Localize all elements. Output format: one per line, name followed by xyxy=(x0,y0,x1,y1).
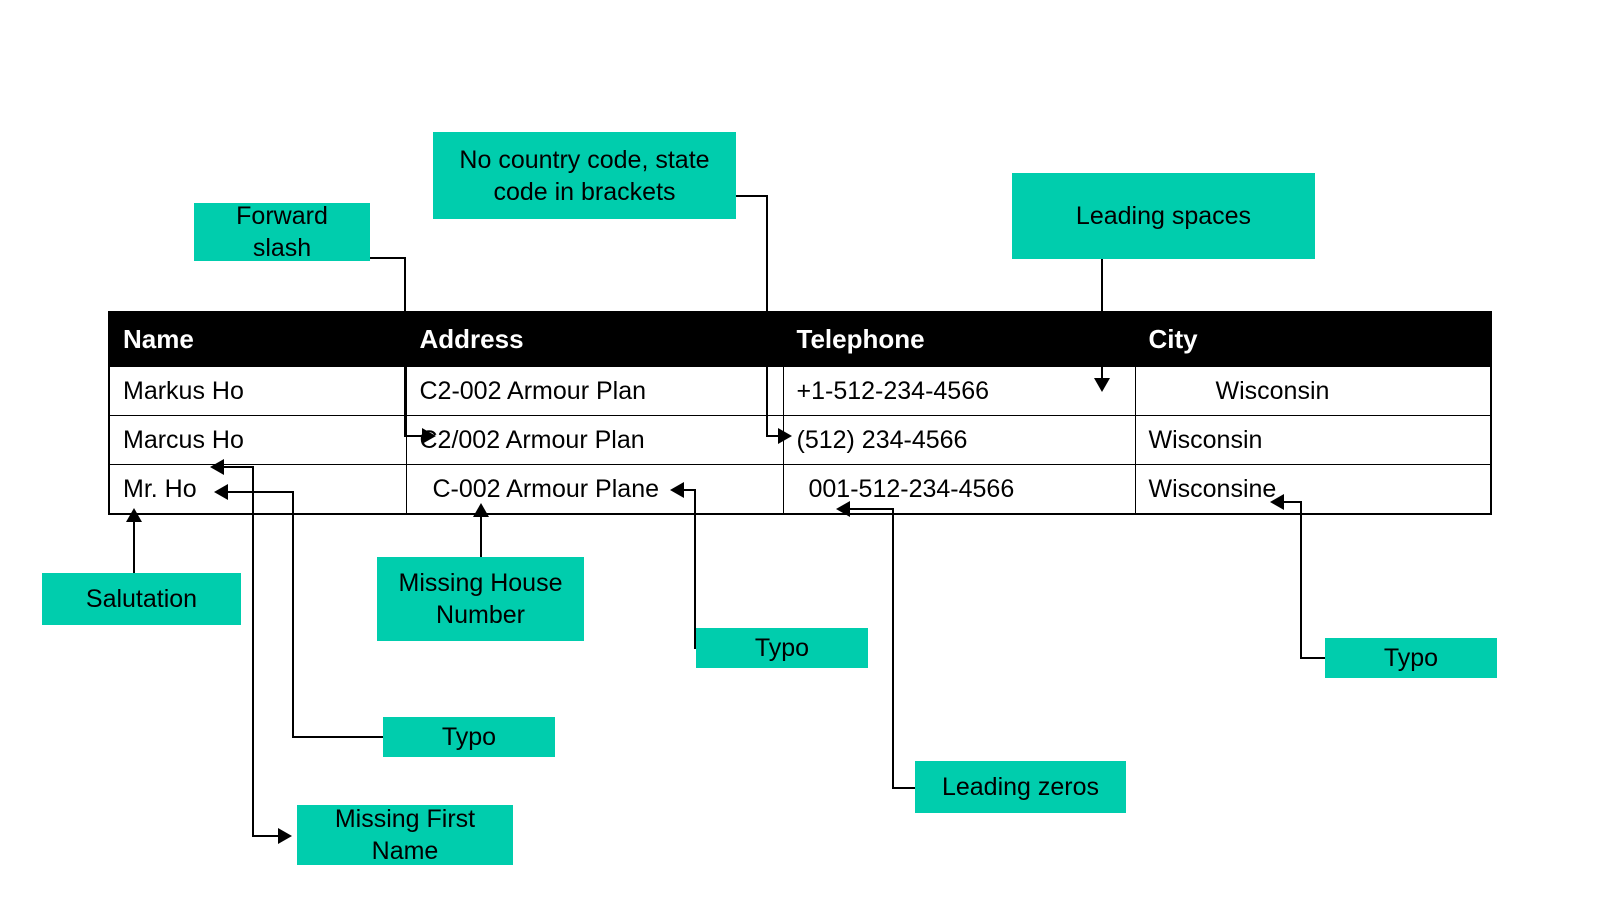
cell-telephone-1: +1-512-234-4566 xyxy=(782,366,1136,416)
cell-city-2: Wisconsin xyxy=(1134,415,1492,465)
data-quality-table: Name Address Telephone City Markus Ho C2… xyxy=(108,311,1492,515)
connector-forward-slash-seg-v xyxy=(404,257,406,437)
cell-address-1: C2-002 Armour Plan xyxy=(405,366,784,416)
cell-city-3: Wisconsine xyxy=(1134,464,1492,515)
callout-leading-zeros-label: Leading zeros xyxy=(941,773,1100,801)
table-header-row: Name Address Telephone City xyxy=(108,311,1492,367)
connector-leading-zeros-arrowhead xyxy=(836,501,850,517)
callout-salutation-label: Salutation xyxy=(85,585,198,613)
callout-leading-zeros: Leading zeros xyxy=(915,761,1126,813)
connector-typo-address-arrowhead xyxy=(670,482,684,498)
connector-missing-first-name-arrowhead-top xyxy=(210,459,224,475)
callout-forward-slash-label: Forward slash xyxy=(236,202,328,262)
connector-missing-first-name-arrowhead xyxy=(278,828,292,844)
callout-typo-address-label: Typo xyxy=(754,634,810,662)
connector-leading-zeros-seg-v xyxy=(892,509,894,789)
cell-city-1: Wisconsin xyxy=(1134,366,1492,416)
callout-typo-name: Typo xyxy=(383,717,555,757)
connector-typo-city-seg-v xyxy=(1300,502,1302,659)
connector-leading-spaces-seg-v xyxy=(1101,259,1103,381)
callout-no-country-code: No country code, state code in brackets xyxy=(433,132,736,219)
connector-no-country-code-seg-h2 xyxy=(766,435,782,437)
callout-no-country-code-label: No country code, state code in brackets xyxy=(459,145,710,206)
connector-forward-slash-seg-h2 xyxy=(404,435,426,437)
column-header-address: Address xyxy=(405,311,784,367)
connector-missing-house-number-seg-v xyxy=(480,513,482,558)
connector-typo-city-seg-h2 xyxy=(1284,501,1302,503)
connector-no-country-code-seg-h1 xyxy=(736,195,768,197)
connector-typo-address-seg-h2 xyxy=(682,489,696,491)
table-row: Marcus Ho C2/002 Armour Plan (512) 234-4… xyxy=(108,415,1492,465)
connector-forward-slash-arrowhead xyxy=(422,428,436,444)
column-header-city: City xyxy=(1134,311,1492,367)
connector-typo-name-seg-v xyxy=(292,492,294,738)
cell-name-2: Marcus Ho xyxy=(108,415,407,465)
cell-address-2: C2/002 Armour Plan xyxy=(405,415,784,465)
column-header-telephone: Telephone xyxy=(782,311,1136,367)
connector-salutation-arrowhead xyxy=(126,508,142,522)
connector-typo-name-arrowhead xyxy=(214,484,228,500)
callout-missing-house-number-label: Missing House Number xyxy=(398,569,563,629)
connector-missing-house-number-arrowhead xyxy=(473,503,489,517)
connector-typo-city-seg-h1 xyxy=(1300,657,1328,659)
cell-name-3: Mr. Ho xyxy=(108,464,407,515)
connector-typo-name-seg-h2 xyxy=(228,491,294,493)
cell-telephone-2: (512) 234-4566 xyxy=(782,415,1136,465)
connector-salutation-seg-v xyxy=(133,519,135,574)
callout-forward-slash: Forward slash xyxy=(194,202,370,262)
callout-typo-city: Typo xyxy=(1325,638,1497,678)
connector-no-country-code-seg-v xyxy=(766,195,768,437)
connector-typo-city-arrowhead xyxy=(1270,494,1284,510)
callout-typo-name-label: Typo xyxy=(441,723,497,751)
callout-typo-city-label: Typo xyxy=(1383,644,1439,672)
callout-leading-spaces: Leading spaces xyxy=(1012,173,1315,259)
connector-missing-first-name-seg-h-top xyxy=(224,466,254,468)
table-row: Markus Ho C2-002 Armour Plan +1-512-234-… xyxy=(108,366,1492,416)
callout-salutation: Salutation xyxy=(42,573,241,625)
connector-typo-name-seg-h1 xyxy=(292,736,384,738)
connector-leading-zeros-seg-h2 xyxy=(850,508,894,510)
callout-typo-address: Typo xyxy=(696,628,868,668)
connector-typo-address-seg-v xyxy=(694,490,696,649)
cell-name-1: Markus Ho xyxy=(108,366,407,416)
connector-leading-spaces-arrowhead xyxy=(1094,378,1110,392)
connector-missing-first-name-seg-v xyxy=(252,466,254,836)
cell-address-3: C-002 Armour Plane xyxy=(405,464,784,515)
table-row: Mr. Ho C-002 Armour Plane 001-512-234-45… xyxy=(108,464,1492,515)
connector-no-country-code-arrowhead xyxy=(778,428,792,444)
callout-missing-house-number: Missing House Number xyxy=(377,557,584,641)
callout-missing-first-name-label: Missing First Name xyxy=(334,805,476,865)
callout-leading-spaces-label: Leading spaces xyxy=(1075,202,1252,230)
connector-missing-first-name-seg-h-bottom xyxy=(252,835,282,837)
connector-forward-slash-seg-h1 xyxy=(370,257,406,259)
connector-leading-zeros-seg-h1 xyxy=(892,787,918,789)
callout-missing-first-name: Missing First Name xyxy=(297,805,513,865)
column-header-name: Name xyxy=(108,311,407,367)
